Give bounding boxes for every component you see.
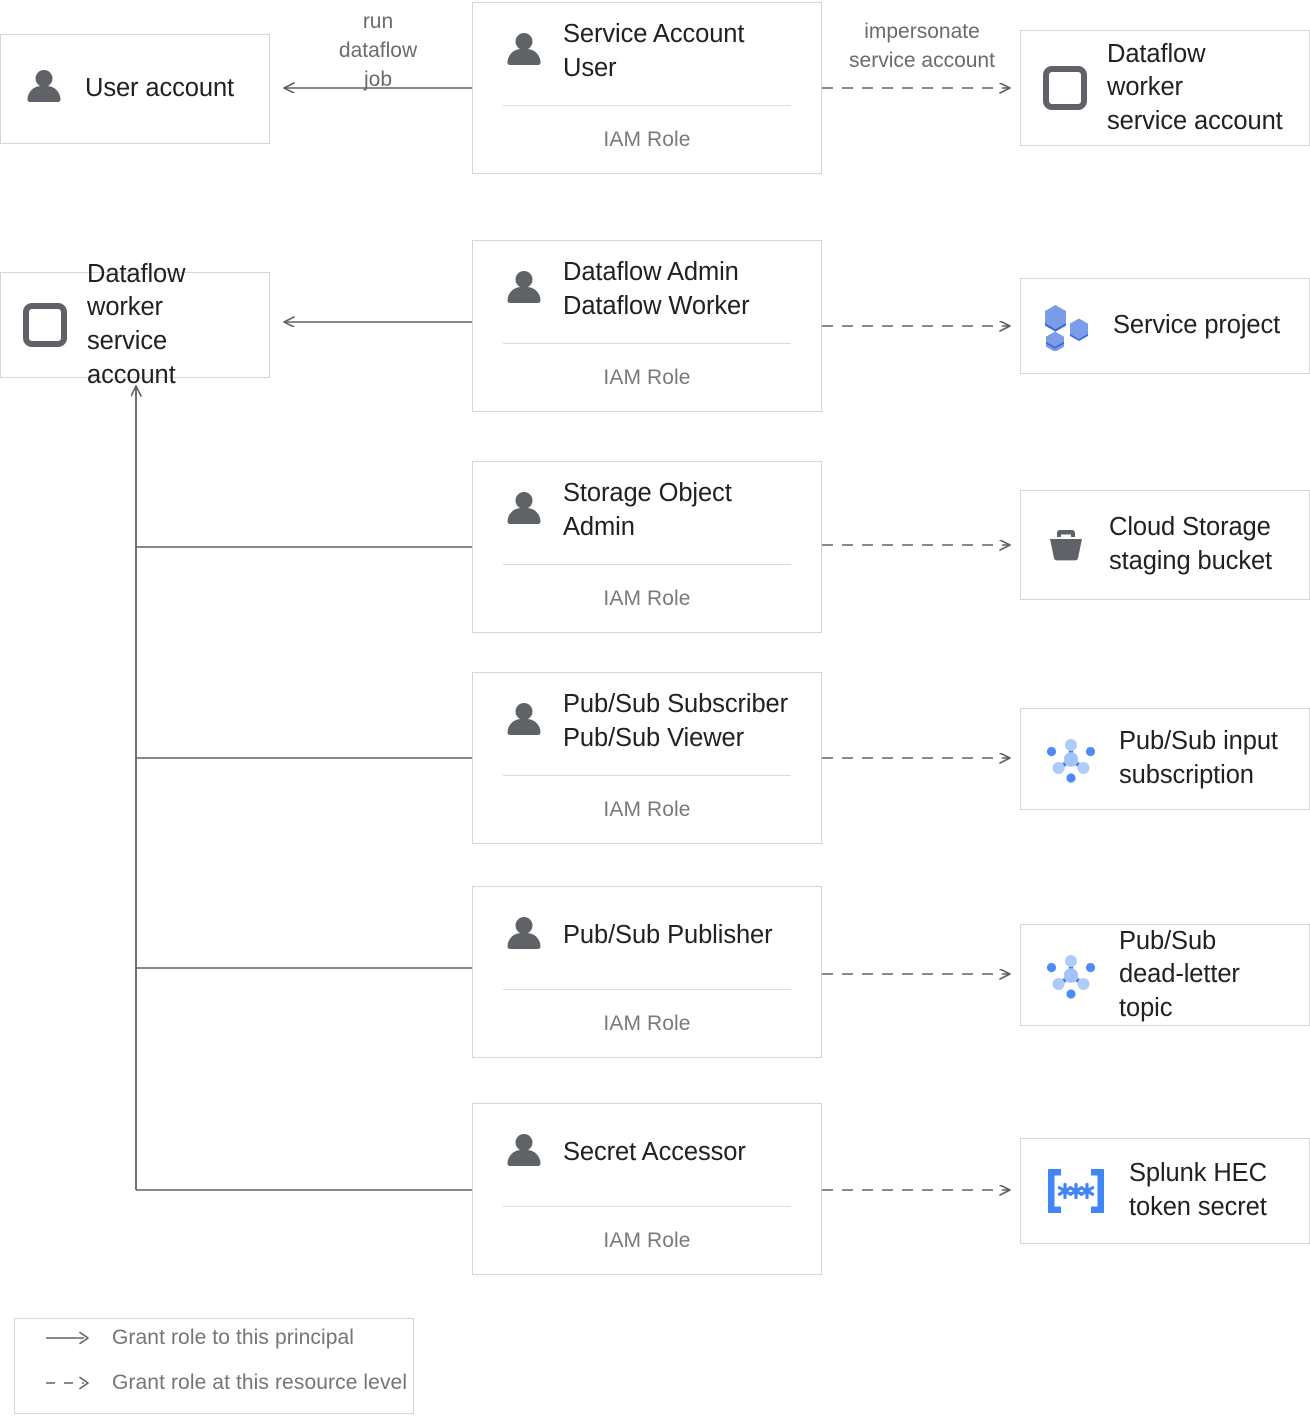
role-card-title: Dataflow Admin Dataflow Worker [563, 258, 750, 320]
role-card-caption: IAM Role [603, 128, 691, 151]
role-card-header: Storage Object Admin [473, 462, 821, 560]
role-card-caption: IAM Role [603, 587, 691, 610]
role-card-header: Pub/Sub Publisher [473, 887, 821, 985]
resource-service-project[interactable]: Service project [1020, 278, 1310, 374]
service-account-icon [1043, 66, 1087, 110]
role-card-caption: IAM Role [603, 1229, 691, 1252]
resource-cloud-storage-staging-bucket[interactable]: Cloud Storage staging bucket [1020, 490, 1310, 600]
dashed-arrow-icon [46, 1376, 89, 1390]
role-card-caption: IAM Role [603, 1012, 691, 1035]
pubsub-icon [1043, 731, 1099, 787]
resource-label: Dataflow worker service account [1107, 39, 1283, 135]
person-icon [503, 31, 545, 73]
principal-dataflow-worker-service-account[interactable]: Dataflow worker service account [0, 260, 270, 389]
pubsub-icon [1043, 947, 1099, 1003]
edge-label-run-dataflow-job: run dataflow job [338, 10, 418, 91]
legend-item-solid-arrow: Grant role to this principal [44, 1326, 354, 1350]
principal-dataflow-worker-service-account-label: Dataflow worker service account [87, 259, 186, 389]
role-card-pubsub-publisher[interactable]: Pub/Sub Publisher IAM Role [472, 886, 822, 1058]
role-card-header: Service Account User [473, 3, 821, 101]
legend-item-dashed-arrow: Grant role at this resource level [44, 1371, 407, 1395]
service-account-icon [23, 303, 67, 347]
resource-label: Pub/Sub input subscription [1119, 727, 1278, 789]
role-card-service-account-user[interactable]: Service Account User IAM Role [472, 2, 822, 174]
legend-item-label: Grant role at this resource level [112, 1371, 408, 1394]
role-card-title: Pub/Sub Publisher [563, 921, 773, 950]
principal-user-account[interactable]: User account [0, 34, 270, 144]
resource-splunk-hec-token-secret[interactable]: Splunk HEC token secret [1020, 1138, 1310, 1244]
role-card-title: Secret Accessor [563, 1138, 746, 1167]
divider [503, 989, 791, 990]
resource-dataflow-worker-service-account[interactable]: Dataflow worker service account [1020, 30, 1310, 146]
resource-label: Service project [1113, 311, 1281, 340]
role-card-header: Pub/Sub Subscriber Pub/Sub Viewer [473, 673, 821, 771]
role-card-secret-accessor[interactable]: Secret Accessor IAM Role [472, 1103, 822, 1275]
legend-item-label: Grant role to this principal [112, 1326, 355, 1349]
storage-bucket-icon [1043, 522, 1089, 568]
person-icon [503, 701, 545, 743]
divider [503, 775, 791, 776]
edge-roles-trunk-to-dw-sa [136, 386, 472, 1191]
edge-label-impersonate-service-account: impersonate service account [849, 20, 995, 72]
role-card-header: Secret Accessor [473, 1104, 821, 1202]
person-icon [503, 915, 545, 957]
resource-label: Pub/Sub dead-letter topic [1119, 926, 1240, 1022]
person-icon [23, 68, 65, 110]
divider [503, 105, 791, 106]
divider [503, 1206, 791, 1207]
legend-panel [14, 1318, 414, 1414]
project-hexagons-icon [1043, 301, 1093, 351]
role-card-header: Dataflow Admin Dataflow Worker [473, 241, 821, 339]
person-icon [503, 490, 545, 532]
resource-label: Cloud Storage staging bucket [1109, 513, 1273, 575]
role-card-dataflow-admin-worker[interactable]: Dataflow Admin Dataflow Worker IAM Role [472, 240, 822, 412]
role-card-title: Service Account User [563, 20, 745, 82]
divider [503, 343, 791, 344]
resource-pubsub-input-subscription[interactable]: Pub/Sub input subscription [1020, 708, 1310, 810]
person-icon [503, 1132, 545, 1174]
role-card-title: Pub/Sub Subscriber Pub/Sub Viewer [563, 690, 788, 752]
person-icon [503, 269, 545, 311]
principal-user-account-label: User account [85, 74, 235, 103]
role-card-title: Storage Object Admin [563, 479, 732, 541]
secret-manager-icon [1043, 1165, 1109, 1217]
role-card-pubsub-subscriber-viewer[interactable]: Pub/Sub Subscriber Pub/Sub Viewer IAM Ro… [472, 672, 822, 844]
divider [503, 564, 791, 565]
resource-pubsub-dead-letter-topic[interactable]: Pub/Sub dead-letter topic [1020, 924, 1310, 1026]
role-card-caption: IAM Role [603, 366, 691, 389]
resource-label: Splunk HEC token secret [1129, 1159, 1267, 1221]
role-card-storage-object-admin[interactable]: Storage Object Admin IAM Role [472, 461, 822, 633]
solid-arrow-icon [46, 1331, 89, 1345]
role-card-caption: IAM Role [603, 798, 691, 821]
